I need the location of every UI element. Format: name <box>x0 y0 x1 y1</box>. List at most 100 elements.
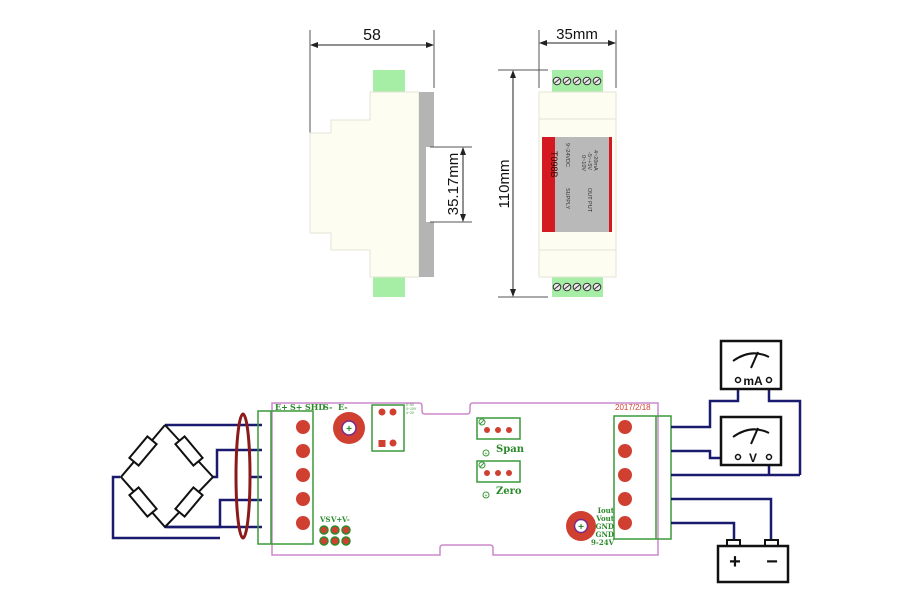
milliammeter <box>719 339 783 391</box>
output-pad <box>618 444 632 458</box>
input-pad <box>296 444 310 458</box>
input-pin-label: S- <box>323 402 332 412</box>
terminal-block-bottom-side <box>373 277 405 297</box>
screw-slot <box>554 78 560 84</box>
svg-text:+: + <box>578 522 584 533</box>
wire-iout-to-ma <box>671 383 740 429</box>
voltage-select-pad <box>319 525 329 535</box>
screw-slot <box>584 78 590 84</box>
voltage-select-pad <box>341 536 351 546</box>
model-name: T098B <box>549 151 559 178</box>
battery-positive: + <box>729 551 741 573</box>
supply-label: SUPPLY <box>564 188 570 210</box>
zero-adjust: + <box>476 460 521 499</box>
output-pin-label: Vout <box>595 514 615 523</box>
voltage-select-pad <box>341 525 351 535</box>
trimmer-pot-right: + <box>566 511 596 541</box>
side-view: 58 35.17mm <box>309 27 472 297</box>
front-view: 35mm 110mm T098B 9~24VDC SUPPLY 0~10V -5… <box>496 26 617 298</box>
output-value-2: -5~+5V <box>586 152 592 170</box>
zero-label: Zero <box>496 486 522 497</box>
svg-text:+: + <box>346 424 352 435</box>
jumper-label-2: 0~10V <box>406 407 417 411</box>
label-red-band <box>542 137 555 232</box>
screw-slot <box>594 284 600 290</box>
wire-s-plus <box>213 448 262 479</box>
output-pin-label: Iout <box>598 506 615 515</box>
wire-gnd-2 <box>671 497 773 540</box>
trimmer-pot-left: + <box>333 412 365 444</box>
input-pad <box>296 420 310 434</box>
voltmeter-label: V <box>749 451 757 465</box>
rail-slot <box>426 147 442 222</box>
voltmeter <box>719 415 783 467</box>
input-pad <box>296 468 310 482</box>
output-pad <box>618 516 632 530</box>
span-label: Span <box>496 444 525 455</box>
screw-slot <box>584 284 590 290</box>
input-pin-label: SHD <box>305 402 325 412</box>
output-pad <box>618 492 632 506</box>
output-pin-label: GND <box>596 530 614 539</box>
resistor-1 <box>127 435 159 467</box>
wheatstone-bridge <box>119 424 215 529</box>
pcb-outline <box>271 402 659 556</box>
input-pad <box>296 516 310 530</box>
output-value-1: 0~10V <box>580 155 586 171</box>
battery <box>716 539 790 584</box>
svg-text:+: + <box>485 493 488 499</box>
terminal-screws-top <box>552 76 602 86</box>
resistor-3 <box>127 486 159 518</box>
input-pad <box>296 492 310 506</box>
screw-slot <box>564 284 570 290</box>
voltage-select-label: V- <box>341 515 350 524</box>
input-terminal-block <box>257 410 314 545</box>
voltage-select-pad <box>330 536 340 546</box>
screw-slot <box>594 78 600 84</box>
battery-negative: − <box>766 551 778 573</box>
input-pin-label: S+ <box>290 402 302 412</box>
output-terminal-block <box>613 415 672 540</box>
screw-slot <box>574 78 580 84</box>
output-pad <box>618 420 632 434</box>
output-pin-label: GND <box>596 522 614 531</box>
wire-e-minus-a <box>111 475 220 540</box>
module-case-side <box>309 91 420 278</box>
voltage-select-pad <box>330 525 340 535</box>
screw-slot <box>574 284 580 290</box>
dim-rail-height: 35.17mm <box>445 153 462 216</box>
label-red-edge <box>609 137 612 232</box>
wire-ma-return <box>767 383 802 475</box>
voltage-select-label: VS <box>319 515 331 524</box>
jumper-label-1: 0~5V <box>406 403 415 407</box>
screw-slot <box>564 78 570 84</box>
dim-front-width: 35mm <box>556 26 598 43</box>
input-pin-label: E+ <box>275 402 288 412</box>
output-value-3: 4~20mA <box>592 150 598 171</box>
supply-value: 9~24VDC <box>564 143 570 167</box>
cable-shield-ellipse <box>234 412 252 540</box>
resistor-2 <box>173 435 205 467</box>
output-pin-label: 9-24V <box>591 538 615 547</box>
dim-side-width: 58 <box>363 27 381 44</box>
terminal-block-top-side <box>373 70 405 92</box>
voltage-select-pads <box>319 525 351 546</box>
bridge-frame <box>119 424 215 529</box>
voltage-select-label: V+ <box>330 515 342 524</box>
output-label: OUT PUT <box>586 188 592 213</box>
milliammeter-label: mA <box>743 374 763 388</box>
terminal-screws-bottom <box>552 282 602 292</box>
svg-text:+: + <box>485 451 488 457</box>
jumper-block <box>371 404 405 452</box>
screw-slot <box>554 284 560 290</box>
pcb-date: 2017/2/18 <box>615 403 651 412</box>
input-pin-label: E- <box>338 402 348 412</box>
resistor-4 <box>173 486 205 518</box>
jumper-label-3: 4~20 <box>406 411 414 415</box>
span-adjust: + <box>476 417 521 457</box>
